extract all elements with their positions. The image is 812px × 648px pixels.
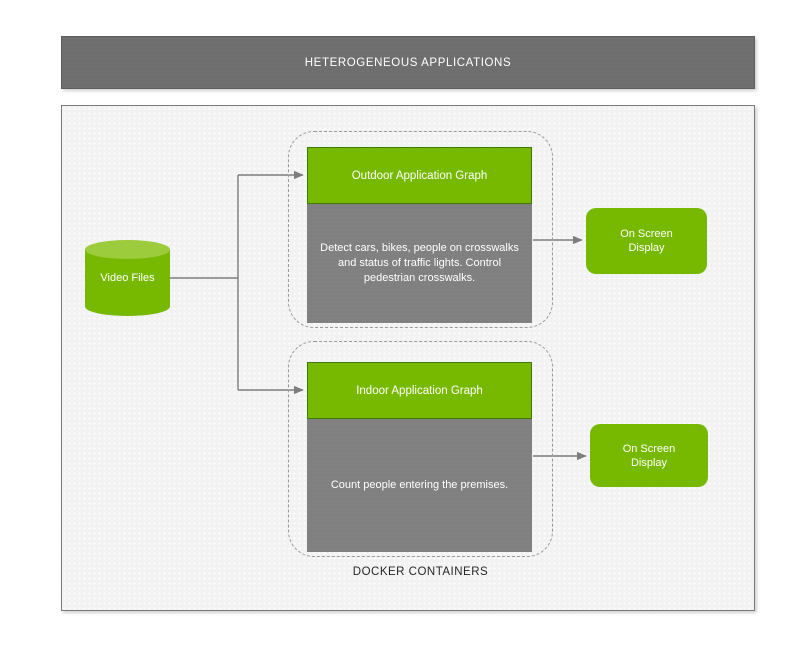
video-files-datastore[interactable]: Video Files bbox=[85, 240, 170, 316]
video-files-label: Video Files bbox=[100, 272, 155, 284]
app-card-indoor[interactable]: Indoor Application Graph Count people en… bbox=[307, 362, 532, 552]
docker-containers-caption: DOCKER CONTAINERS bbox=[352, 566, 489, 578]
osd-indoor-line1: On Screen bbox=[622, 442, 676, 455]
app-card-outdoor[interactable]: Outdoor Application Graph Detect cars, b… bbox=[307, 147, 532, 323]
header-title: HETEROGENEOUS APPLICATIONS bbox=[304, 56, 512, 69]
docker-container-indoor bbox=[288, 341, 553, 557]
app-card-indoor-description: Count people entering the premises. bbox=[330, 479, 509, 491]
app-card-outdoor-header: Outdoor Application Graph bbox=[307, 147, 532, 204]
on-screen-display-outdoor[interactable]: On Screen Display bbox=[586, 208, 707, 274]
osd-outdoor-line1: On Screen bbox=[620, 228, 673, 240]
app-card-indoor-header: Indoor Application Graph bbox=[307, 362, 532, 419]
header-banner: HETEROGENEOUS APPLICATIONS bbox=[61, 36, 755, 89]
osd-indoor-line2: Display bbox=[630, 456, 668, 469]
cylinder-top-icon bbox=[85, 240, 170, 259]
on-screen-display-indoor[interactable]: On Screen Display bbox=[590, 424, 708, 487]
app-card-outdoor-body: Detect cars, bikes, people on crosswalks… bbox=[307, 204, 532, 323]
docker-container-outdoor bbox=[288, 131, 553, 328]
app-card-outdoor-description: Detect cars, bikes, people on crosswalks… bbox=[320, 242, 519, 284]
osd-outdoor-line2: Display bbox=[628, 242, 665, 254]
app-card-indoor-body: Count people entering the premises. bbox=[307, 419, 532, 552]
